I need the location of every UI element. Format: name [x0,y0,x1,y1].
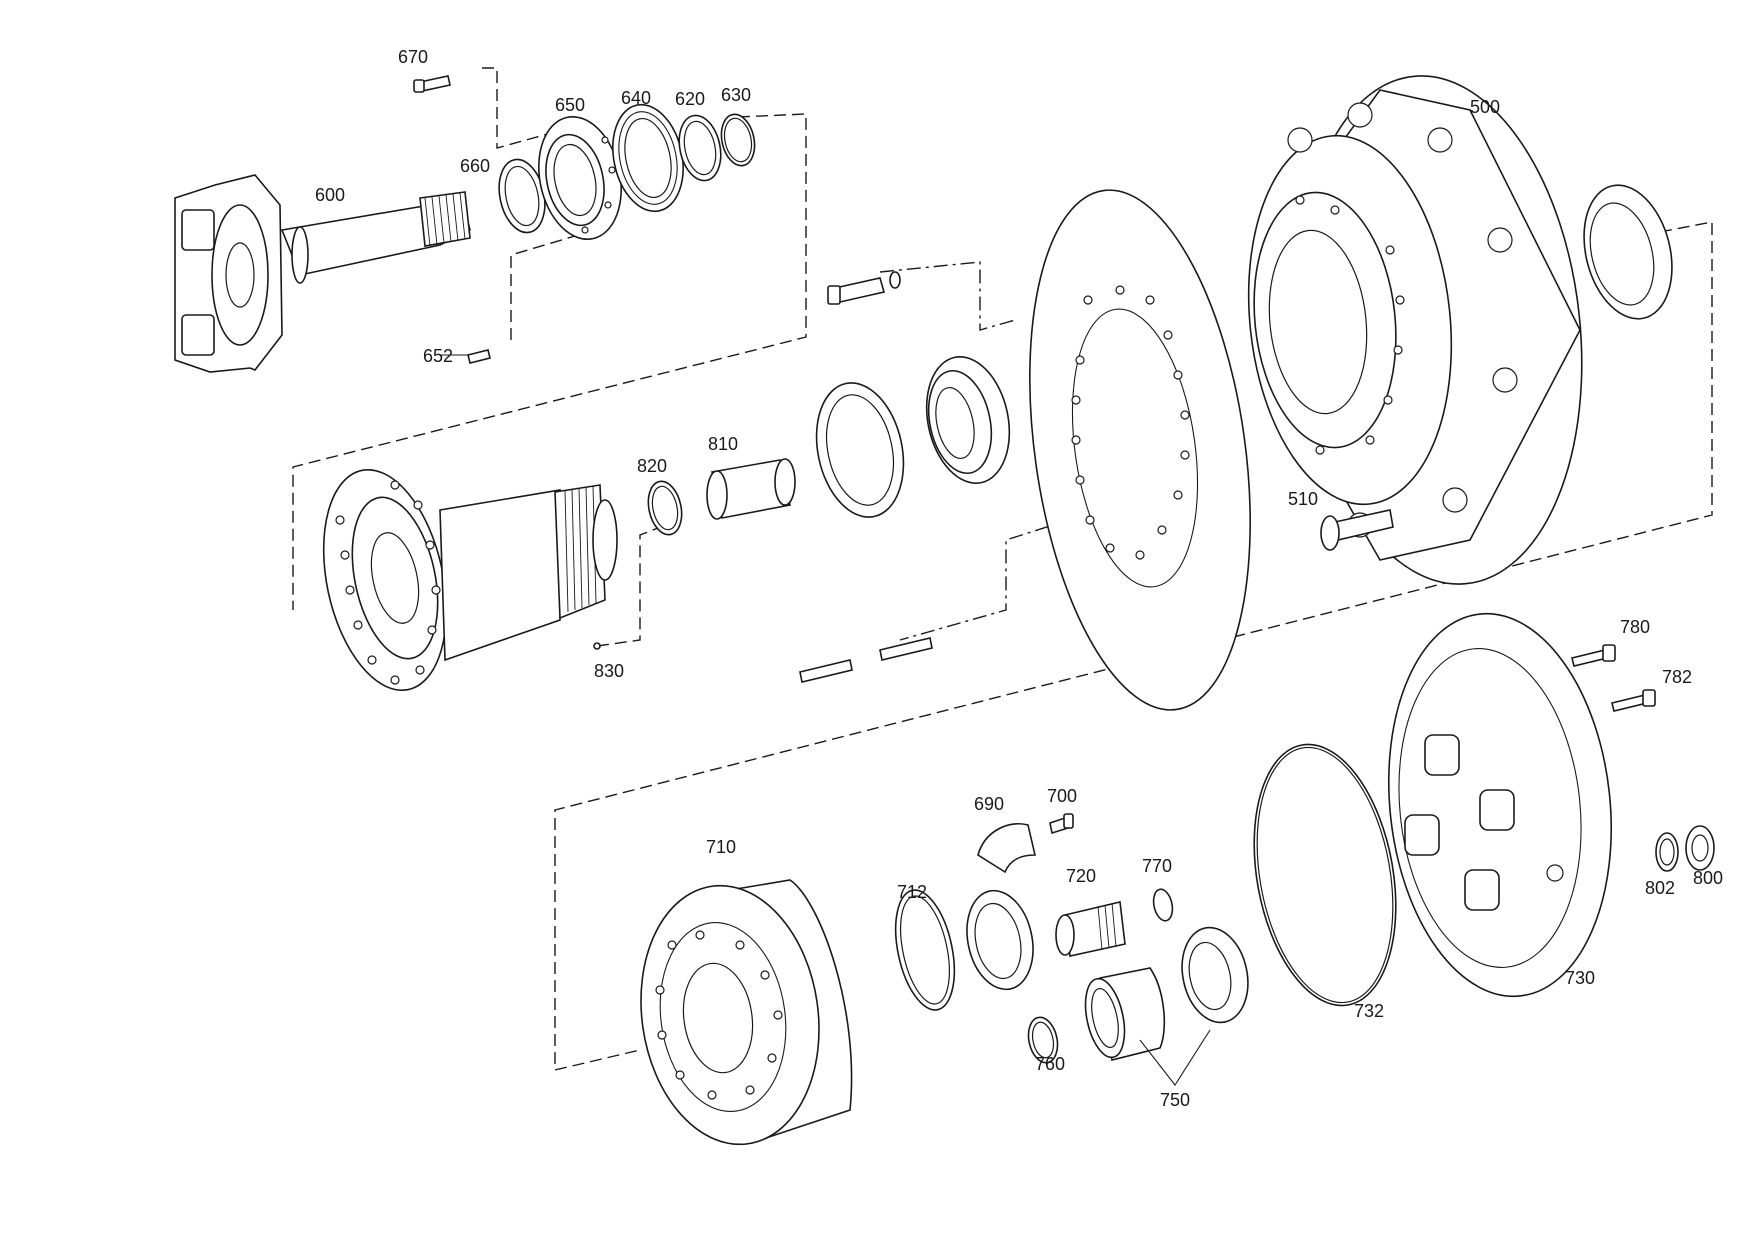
part-760-snap-ring [1027,1016,1059,1064]
label-630: 630 [721,85,751,105]
part-720-spline-shaft [1055,901,1126,957]
part-660-ring [498,158,546,234]
part-hub-spindle [322,468,618,692]
label-810: 810 [708,434,738,454]
part-650-cover [538,115,622,241]
part-770-clip [1152,888,1174,922]
part-730-planet-carrier [1387,612,1613,998]
part-700-screw [1049,813,1074,835]
part-slotted-nut [966,889,1034,991]
label-652: 652 [423,346,453,366]
part-690-lock-plate [977,823,1037,874]
part-670-screw [413,75,451,93]
part-810-sleeve [706,458,796,520]
part-652-pin [467,349,491,364]
part-hub-bearing [1583,184,1673,320]
label-830: 830 [594,661,624,681]
part-bearing-cup [815,382,905,518]
part-630-snap-ring [720,113,756,167]
part-510-wheel-stud [1320,509,1394,551]
part-712-ring [894,889,956,1011]
part-830-pin [593,642,601,650]
label-720: 720 [1066,866,1096,886]
part-820-ring [647,480,683,536]
part-710-drum [640,879,853,1146]
label-820: 820 [637,456,667,476]
part-802-seal-ring [1655,832,1679,872]
part-782-bolt [1611,689,1656,712]
part-640-bearing [612,103,684,213]
part-732-o-ring [1253,743,1397,1007]
label-800: 800 [1693,868,1723,888]
label-770: 770 [1142,856,1172,876]
part-780-bolt [1571,644,1616,667]
part-brake-disc [1029,189,1251,711]
part-800-plug [1685,825,1715,871]
part-tapered-roller-bearing [925,356,1011,484]
part-pins-lower [799,637,933,683]
label-690: 690 [974,794,1004,814]
label-802: 802 [1645,878,1675,898]
label-500: 500 [1470,97,1500,117]
label-710: 710 [706,837,736,857]
label-730: 730 [1565,968,1595,988]
label-620: 620 [675,89,705,109]
label-782: 782 [1662,667,1692,687]
label-640: 640 [621,88,651,108]
label-660: 660 [460,156,490,176]
label-760: 760 [1035,1054,1065,1074]
label-600: 600 [315,185,345,205]
part-500-hub-housing [1247,75,1583,585]
label-750: 750 [1160,1090,1190,1110]
label-780: 780 [1620,617,1650,637]
label-670: 670 [398,47,428,67]
label-650: 650 [555,95,585,115]
label-712: 712 [897,882,927,902]
part-620-ring [678,114,722,182]
part-750-gear-set [1084,926,1249,1086]
callout-labels: 670 650 640 620 630 660 600 652 500 510 … [315,47,1723,1110]
part-bolt-upper [827,271,901,305]
label-732: 732 [1354,1001,1384,1021]
part-600-drive-shaft [174,174,471,373]
label-700: 700 [1047,786,1077,806]
label-510: 510 [1288,489,1318,509]
